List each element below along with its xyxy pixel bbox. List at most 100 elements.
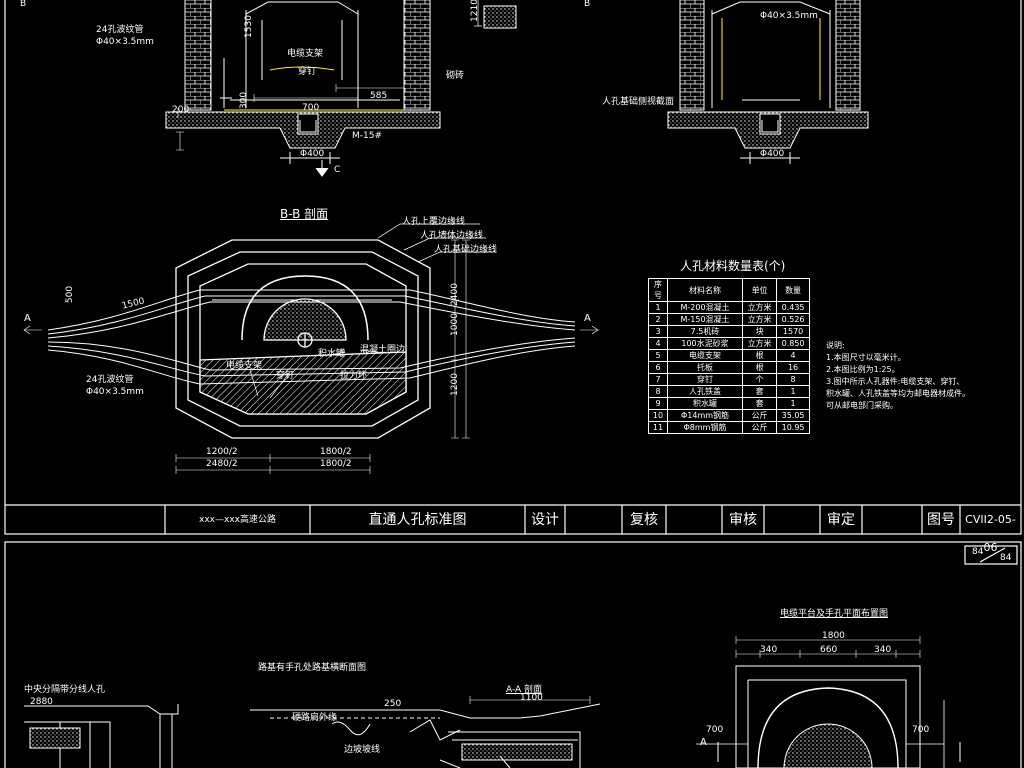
top-left-dim-6: Φ400 xyxy=(300,149,325,159)
drawing-no-label: 图号 xyxy=(927,512,955,528)
table-cell: 根 xyxy=(741,349,778,362)
bb-dim-c: 2480/2 xyxy=(206,459,238,469)
audit-label: 审核 xyxy=(729,512,757,528)
top-left-dim-2: 700 xyxy=(302,103,320,113)
top-right-pipe-spec: Φ40×3.5mm xyxy=(760,11,818,21)
top-left-dim-1: 1530 xyxy=(243,15,254,38)
approve-label: 审定 xyxy=(827,512,855,528)
table-cell: 1570 xyxy=(776,325,810,338)
legend-hatch-swatch xyxy=(483,5,517,29)
bottom-dim-4: 250 xyxy=(384,699,402,709)
top-left-dim-3: 585 xyxy=(370,91,388,101)
table-cell: 积水罐 xyxy=(667,397,743,410)
dim-1210 xyxy=(474,0,482,27)
table-cell: 块 xyxy=(741,325,778,338)
bottom-dim-2: 1800 xyxy=(822,631,845,641)
table-cell: 1 xyxy=(776,385,810,398)
bb-sump-label: 积水罐 xyxy=(318,349,346,359)
table-cell: 0.435 xyxy=(776,301,810,314)
table-cell: 1 xyxy=(776,397,810,410)
bb-cable-support-label: 电缆支架 xyxy=(226,361,263,371)
bb-peg-label: 穿钉 xyxy=(276,371,295,381)
bb-label-top-cover: 人孔上覆边缘线 xyxy=(402,217,466,227)
top-left-section xyxy=(165,0,441,177)
table-cell: 6 xyxy=(648,361,668,374)
table-cell: 电缆支架 xyxy=(667,349,743,362)
bb-dim-f: 1000 xyxy=(449,313,460,336)
design-label: 设计 xyxy=(531,512,559,528)
top-right-base-label: 人孔基础侧视截面 xyxy=(602,97,675,107)
table-cell: 立方米 xyxy=(741,301,778,314)
bottom-dim-1: 2880 xyxy=(30,697,53,707)
aa-section-title: A-A 剖面 xyxy=(506,685,543,695)
pipe-spec: Φ40×3.5mm xyxy=(96,37,154,47)
table-cell: 1 xyxy=(648,301,668,314)
median-manhole xyxy=(24,704,179,768)
table-cell: 9 xyxy=(648,397,668,410)
table-cell: M-200混凝土 xyxy=(667,301,743,314)
table-cell: 7 xyxy=(648,373,668,386)
bb-section-a-left: A xyxy=(24,313,31,324)
drawing-name: 直通人孔标准图 xyxy=(368,512,467,528)
bb-dim-g: 1200 xyxy=(449,373,460,396)
road-section-title: 路基有手孔处路基横断面图 xyxy=(258,663,367,673)
top-right-section xyxy=(667,0,869,164)
notes-line: 3.图中所示人孔器件:电缆支架、穿钉、 xyxy=(826,377,965,386)
pipe-label: 24孔波纹管 xyxy=(96,25,144,35)
table-cell: 个 xyxy=(741,373,778,386)
bb-conc-label: 混凝土圈边 xyxy=(360,345,406,355)
table-cell: 4 xyxy=(776,349,810,362)
table-cell: 公斤 xyxy=(741,409,778,422)
platform-title: 电缆平台及手孔平面布置图 xyxy=(780,609,889,619)
table-cell: 根 xyxy=(741,361,778,374)
drawing-no: CVII2-05-06 xyxy=(965,513,1016,554)
bb-leaders xyxy=(249,223,496,399)
review-label: 复核 xyxy=(630,512,658,528)
bb-dim-e: 2400 xyxy=(449,283,460,306)
bb-dim-d: 1800/2 xyxy=(320,459,352,469)
top-left-dim-lines xyxy=(176,84,405,151)
table-cell: Φ8mm钢筋 xyxy=(667,421,743,434)
table-cell: 人孔铁盖 xyxy=(667,385,743,398)
bottom-dim-6: 340 xyxy=(874,645,892,655)
table-cell: 8 xyxy=(776,373,810,386)
project-name: xxx—xxx高速公路 xyxy=(199,515,276,525)
notes-line: 说明: xyxy=(826,341,845,350)
bb-pipe-label: 24孔波纹管 xyxy=(86,375,134,385)
bottom-dim-7: 660 xyxy=(820,645,838,655)
notes-line: 可从邮电部门采购。 xyxy=(826,401,898,410)
bb-plan-view xyxy=(175,239,431,439)
road-section xyxy=(250,696,601,768)
table-cell: 16 xyxy=(776,361,810,374)
table-header: 材料名称 xyxy=(667,278,743,302)
brick-label: 砌砖 xyxy=(446,71,465,81)
table-cell: 托板 xyxy=(667,361,743,374)
conduit-bundle xyxy=(47,289,576,385)
section-b-label-left: B xyxy=(20,0,27,9)
bb-dim-b: 1800/2 xyxy=(320,447,352,457)
shoulder-label: 硬路肩外缘 xyxy=(292,713,338,723)
bb-dim-a: 1200/2 xyxy=(206,447,238,457)
material-table-title: 人孔材料数量表(个) xyxy=(680,259,786,273)
notes-line: 2.本图比例为1:25。 xyxy=(826,365,900,374)
bottom-dim-3: 1100 xyxy=(520,693,543,703)
platform-plan xyxy=(696,636,961,768)
table-cell: 5 xyxy=(648,349,668,362)
notes-line: 1.本图尺寸以毫米计。 xyxy=(826,353,906,362)
table-cell: 套 xyxy=(741,397,778,410)
page-total: 84 xyxy=(1000,553,1012,563)
table-cell: M-150混凝土 xyxy=(667,313,743,326)
table-header: 序号 xyxy=(648,278,668,302)
top-left-dim-7: M-15# xyxy=(352,131,383,141)
peg-label: 穿钉 xyxy=(298,67,317,77)
table-cell: 8 xyxy=(648,385,668,398)
